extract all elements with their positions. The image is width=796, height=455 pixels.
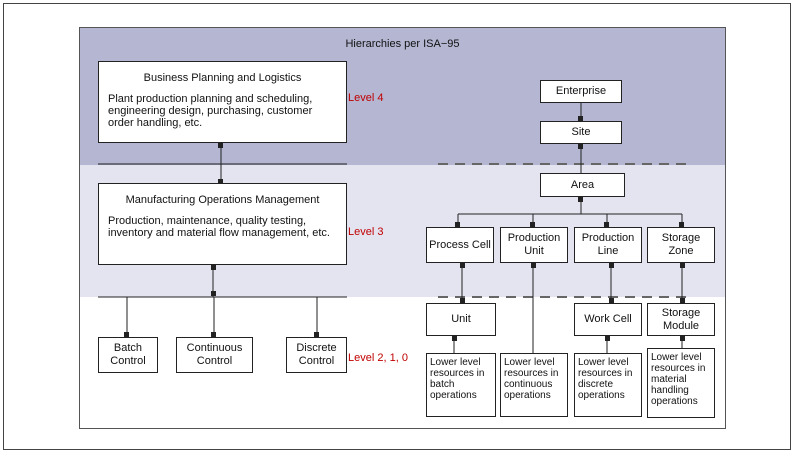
production-line-box: Production Line: [574, 227, 642, 263]
outer-frame: Hierarchies per ISA−95 Business Planning…: [3, 3, 791, 450]
site-box: Site: [540, 121, 622, 144]
batch-control-label: Batch Control: [110, 342, 146, 367]
connector-lines: [98, 103, 690, 353]
enterprise-label: Enterprise: [555, 85, 607, 97]
manufacturing-operations-box: Manufacturing Operations Management Prod…: [98, 183, 347, 265]
level-2-1-0-label: Level 2, 1, 0: [348, 352, 408, 364]
discrete-control-box: Discrete Control: [286, 337, 347, 373]
resources-discrete-box: Lower level resources in discrete operat…: [574, 353, 642, 417]
unit-box: Unit: [426, 303, 496, 336]
resources-continuous-box: Lower level resources in continuous oper…: [500, 353, 568, 417]
process-cell-box: Process Cell: [426, 227, 494, 263]
storage-module-box: Storage Module: [647, 303, 715, 336]
diagram-panel: Hierarchies per ISA−95 Business Planning…: [79, 27, 726, 429]
storage-module-label: Storage Module: [661, 306, 701, 332]
level-3-label: Level 3: [348, 226, 384, 238]
resources-discrete-label: Lower level resources in discrete operat…: [578, 357, 633, 401]
business-planning-box: Business Planning and Logistics Plant pr…: [98, 61, 347, 143]
storage-zone-label: Storage Zone: [661, 232, 701, 257]
work-cell-box: Work Cell: [574, 303, 642, 336]
site-label: Site: [571, 126, 591, 138]
area-label: Area: [570, 178, 595, 191]
area-box: Area: [540, 173, 625, 197]
resources-material-handling-box: Lower level resources in material handli…: [647, 348, 715, 418]
diagram-title: Hierarchies per ISA−95: [345, 38, 460, 50]
unit-label: Unit: [451, 313, 471, 325]
storage-zone-box: Storage Zone: [647, 227, 715, 263]
work-cell-label: Work Cell: [584, 313, 632, 325]
resources-batch-box: Lower level resources in batch operation…: [426, 353, 496, 417]
resources-material-handling-label: Lower level resources in material handli…: [651, 352, 706, 407]
production-unit-box: Production Unit: [500, 227, 568, 263]
discrete-control-label: Discrete Control: [296, 342, 337, 367]
enterprise-box: Enterprise: [540, 80, 622, 103]
batch-control-box: Batch Control: [98, 337, 158, 373]
business-planning-description: Plant production planning and scheduling…: [108, 93, 313, 129]
continuous-control-label: Continuous Control: [186, 342, 243, 367]
level-4-label: Level 4: [348, 92, 384, 104]
resources-batch-label: Lower level resources in batch operation…: [430, 357, 485, 401]
business-planning-title: Business Planning and Logistics: [143, 72, 302, 84]
process-cell-label: Process Cell: [429, 238, 491, 251]
manufacturing-operations-title: Manufacturing Operations Management: [125, 194, 320, 206]
production-line-label: Production Line: [581, 232, 635, 257]
production-unit-label: Production Unit: [507, 232, 561, 257]
resources-continuous-label: Lower level resources in continuous oper…: [504, 357, 559, 401]
continuous-control-box: Continuous Control: [176, 337, 253, 373]
manufacturing-operations-description: Production, maintenance, quality testing…: [108, 215, 330, 239]
